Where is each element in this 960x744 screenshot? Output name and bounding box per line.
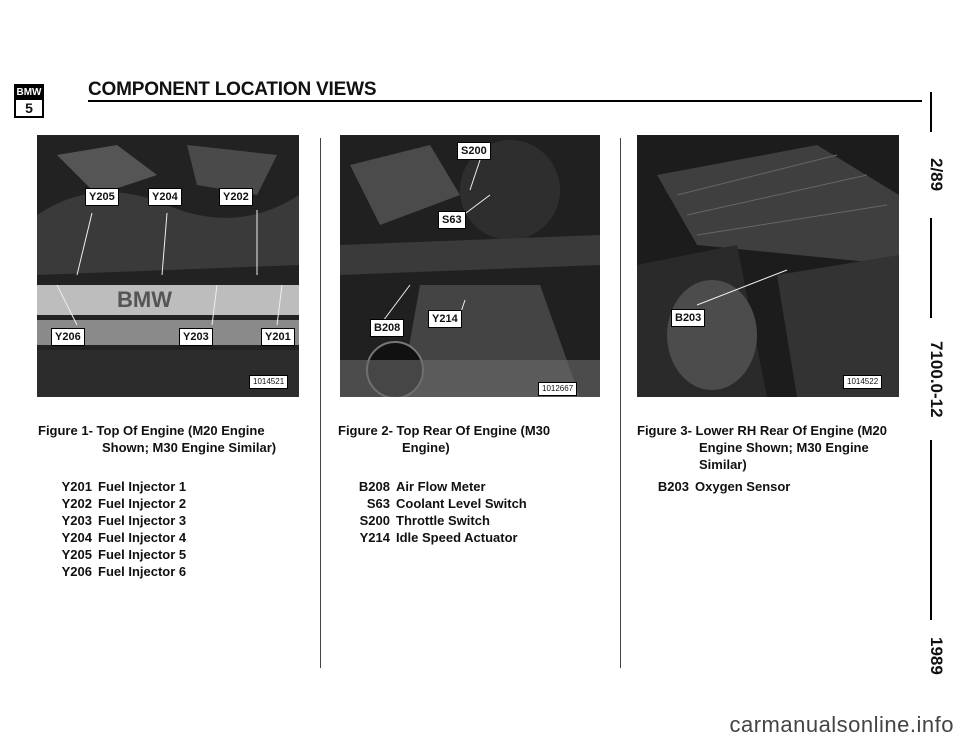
side-rule-lower [930, 440, 932, 620]
figure-1-photo-number: 1014521 [249, 375, 289, 389]
page-title: COMPONENT LOCATION VIEWS [88, 79, 377, 100]
figure-2-caption-line2: Engine) [402, 440, 450, 455]
figure-3-caption-line2: Engine Shown; M30 Engine [699, 440, 869, 455]
watermark-text: carmanualsonline.info [729, 712, 954, 737]
figure-2-photo-number: 1012667 [538, 382, 578, 396]
figure-1-caption-line2: Shown; M30 Engine Similar) [102, 440, 277, 455]
figure-1-label: Figure 1- [38, 423, 93, 438]
figure-2-caption-line1: Top Rear Of Engine (M30 [396, 423, 551, 438]
figure-2-photo: S200 S63 B208 Y214 1012667 [340, 135, 600, 397]
callout-y205: Y205 [85, 188, 119, 206]
callout-y201: Y201 [261, 328, 295, 346]
callout-y214: Y214 [428, 310, 462, 328]
logo-bmw-text: BMW [16, 86, 42, 100]
figure-1-photo: BMW Y205 Y204 Y202 Y206 Y203 Y201 101452… [37, 135, 299, 397]
figure-2-caption: Figure 2- Top Rear Of Engine (M30 Engine… [338, 422, 608, 456]
side-rule-top [930, 92, 932, 132]
callout-y203: Y203 [179, 328, 213, 346]
figure-1-caption: Figure 1- Top Of Engine (M20 Engine Show… [38, 422, 308, 456]
figure-3-photo-number: 1014522 [843, 375, 883, 389]
title-rule [88, 100, 922, 102]
figure-3-photo: B203 1014522 [637, 135, 899, 397]
callout-y206: Y206 [51, 328, 85, 346]
callout-y204: Y204 [148, 188, 182, 206]
column-divider-1 [320, 138, 321, 668]
figure-3-caption: Figure 3- Lower RH Rear Of Engine (M20 E… [637, 422, 917, 473]
figure-3-label: Figure 3- [637, 423, 692, 438]
svg-text:BMW: BMW [117, 287, 172, 312]
figure-3-caption-line3: Similar) [699, 457, 747, 472]
callout-s200: S200 [457, 142, 491, 160]
callout-s63: S63 [438, 211, 466, 229]
figure-2-label: Figure 2- [338, 423, 393, 438]
column-divider-2 [620, 138, 621, 668]
figure-1-caption-line1: Top Of Engine (M20 Engine [96, 423, 265, 438]
callout-b208: B208 [370, 319, 405, 337]
callout-y202: Y202 [219, 188, 253, 206]
side-page-code: 7100.0-12 [927, 340, 946, 418]
figure-3-caption-line1: Lower RH Rear Of Engine (M20 [695, 423, 887, 438]
logo-series-number: 5 [25, 100, 33, 116]
bmw-5-series-logo: BMW 5 [14, 84, 44, 118]
callout-b203: B203 [671, 309, 706, 327]
side-date: 2/89 [927, 158, 946, 192]
side-rule-upper [930, 218, 932, 318]
side-year: 1989 [927, 637, 946, 675]
